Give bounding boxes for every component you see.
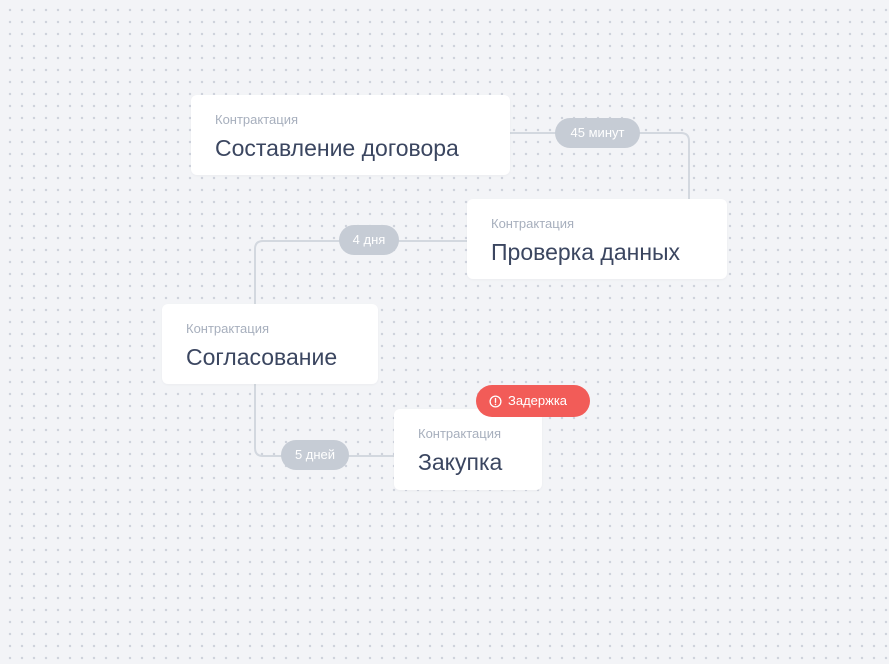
duration-badge: 5 дней (281, 440, 349, 470)
node-title: Согласование (186, 344, 338, 370)
node-category: Контрактация (215, 112, 299, 127)
node-title: Проверка данных (491, 239, 681, 265)
process-node[interactable]: Контрактация Согласование (162, 304, 378, 384)
process-node[interactable]: Контрактация Закупка (394, 409, 542, 490)
connector-line (254, 384, 394, 457)
alert-circle-icon (489, 394, 502, 408)
connector-line (254, 240, 467, 304)
node-category: Контрактация (418, 426, 502, 441)
duration-badge: 45 минут (555, 118, 640, 148)
duration-badge: 4 дня (339, 225, 399, 255)
process-node[interactable]: Контрактация Составление договора (191, 95, 510, 175)
node-category: Контрактация (186, 321, 270, 336)
node-category: Контрактация (491, 216, 575, 231)
node-title: Закупка (418, 449, 503, 475)
process-node[interactable]: Контрактация Проверка данных (467, 199, 727, 279)
node-title: Составление договора (215, 135, 459, 161)
delay-badge-label: Задержка (508, 393, 568, 408)
delay-badge[interactable]: Задержка (476, 385, 590, 417)
connector-line (510, 132, 690, 199)
